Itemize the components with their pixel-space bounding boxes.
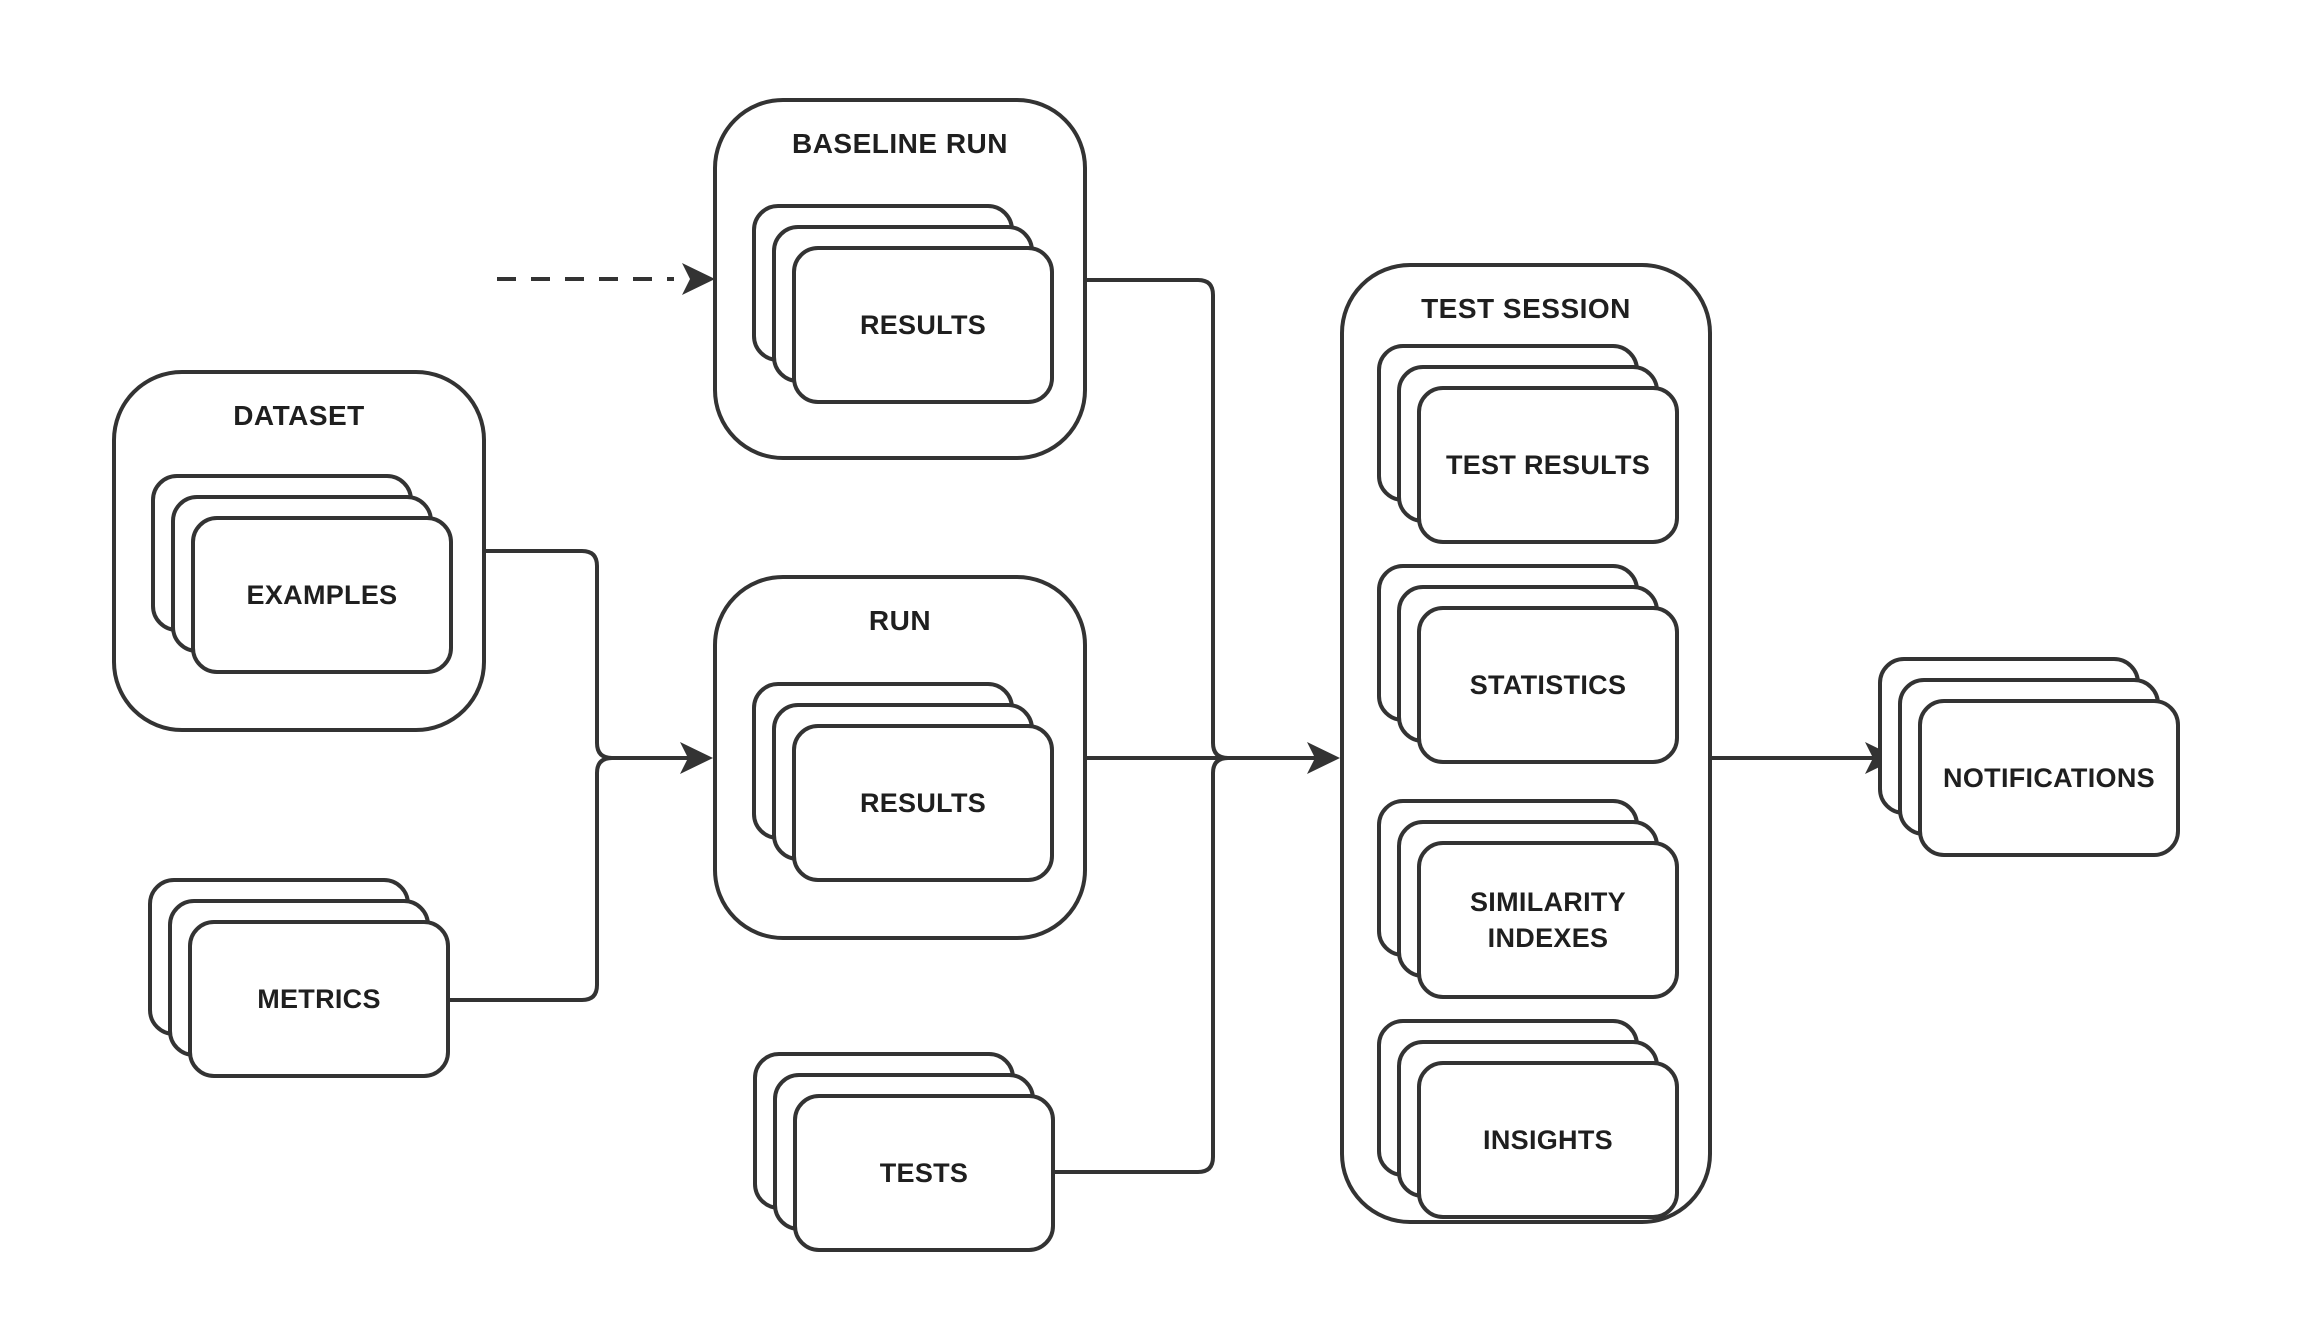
stack-card-front: SIMILARITY INDEXES: [1417, 841, 1679, 999]
stack-card-front: INSIGHTS: [1417, 1061, 1679, 1219]
metrics-label: METRICS: [257, 983, 381, 1014]
similarity-indexes-label: SIMILARITY INDEXES: [1470, 886, 1626, 953]
run-results-stack: RESULTS: [752, 682, 1054, 882]
examples-label: EXAMPLES: [246, 579, 398, 610]
run-container: RUN RESULTS: [713, 575, 1087, 940]
examples-stack: EXAMPLES: [151, 474, 453, 674]
stack-card-front: RESULTS: [792, 246, 1054, 404]
stack-card-front: NOTIFICATIONS: [1918, 699, 2180, 857]
baseline-results-label: RESULTS: [859, 309, 987, 340]
baseline-results-stack: RESULTS: [752, 204, 1054, 404]
notifications-stack: NOTIFICATIONS: [1878, 657, 2180, 857]
baseline-run-title: BASELINE RUN: [791, 128, 1008, 159]
dataset-container: DATASET EXAMPLES: [112, 370, 486, 732]
statistics-label: STATISTICS: [1469, 669, 1627, 700]
stack-card-front: TESTS: [793, 1094, 1055, 1252]
metrics-stack: METRICS: [148, 878, 450, 1078]
stack-card-front: METRICS: [188, 920, 450, 1078]
tests-stack: TESTS: [753, 1052, 1055, 1252]
test-session-container: TEST SESSION TEST RESULTS STATISTICS SIM…: [1340, 263, 1712, 1224]
notifications-label: NOTIFICATIONS: [1943, 762, 2155, 793]
insights-stack: INSIGHTS: [1377, 1019, 1679, 1219]
stack-card-front: STATISTICS: [1417, 606, 1679, 764]
statistics-stack: STATISTICS: [1377, 564, 1679, 764]
arrowhead-baseline-run: [682, 263, 715, 295]
arrowhead-run: [680, 742, 713, 774]
arrowhead-test-session: [1307, 742, 1340, 774]
run-results-label: RESULTS: [859, 787, 987, 818]
run-title: RUN: [868, 605, 932, 636]
test-session-title: TEST SESSION: [1421, 293, 1631, 324]
connector-metrics-to-run: [447, 756, 613, 1002]
similarity-indexes-stack: SIMILARITY INDEXES: [1377, 799, 1679, 999]
test-results-label: TEST RESULTS: [1445, 449, 1651, 480]
baseline-run-container: BASELINE RUN RESULTS: [713, 98, 1087, 460]
tests-label: TESTS: [879, 1157, 969, 1188]
stack-card-front: TEST RESULTS: [1417, 386, 1679, 544]
stack-card-front: EXAMPLES: [191, 516, 453, 674]
stack-card-front: RESULTS: [792, 724, 1054, 882]
test-results-stack: TEST RESULTS: [1377, 344, 1679, 544]
connector-dataset-to-run: [486, 549, 688, 760]
insights-label: INSIGHTS: [1483, 1124, 1613, 1155]
dataset-title: DATASET: [233, 400, 365, 431]
connector-baseline-run-out: [1087, 278, 1229, 760]
